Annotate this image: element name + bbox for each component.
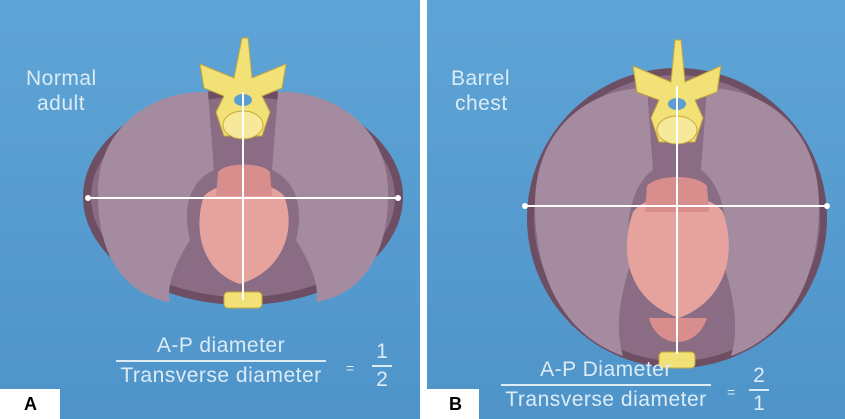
ratio-value-bottom: 1 <box>749 392 769 416</box>
ratio-numerator: A-P diameter <box>116 334 326 358</box>
diameter-ratio: A-P Diameter Transverse diameter <box>501 358 711 412</box>
panel-letter: A <box>0 389 60 419</box>
panel-title: Barrel chest <box>451 66 510 116</box>
title-line-2: chest <box>451 91 510 116</box>
ratio-value: 1 2 <box>372 340 392 392</box>
panel-barrel-chest: Barrel chest A-P Diameter Transverse dia… <box>427 0 845 419</box>
panel-letter: B <box>427 389 479 419</box>
ratio-value-bottom: 2 <box>372 368 392 392</box>
thorax-cross-section-barrel <box>427 0 845 419</box>
ratio-numerator: A-P Diameter <box>501 358 711 382</box>
title-line-1: Barrel <box>451 66 510 91</box>
panel-normal-adult: Normal adult A-P diameter Transverse dia… <box>0 0 420 419</box>
ratio-value-top: 1 <box>372 340 392 364</box>
title-line-2: adult <box>26 91 97 116</box>
ratio-denominator: Transverse diameter <box>116 364 326 388</box>
equals-sign: = <box>346 360 354 376</box>
ratio-value: 2 1 <box>749 364 769 416</box>
title-line-1: Normal <box>26 66 97 91</box>
equals-sign: = <box>727 384 735 400</box>
ratio-value-top: 2 <box>749 364 769 388</box>
panel-title: Normal adult <box>26 66 97 116</box>
ratio-denominator: Transverse diameter <box>501 388 711 412</box>
diameter-ratio: A-P diameter Transverse diameter <box>116 334 326 388</box>
